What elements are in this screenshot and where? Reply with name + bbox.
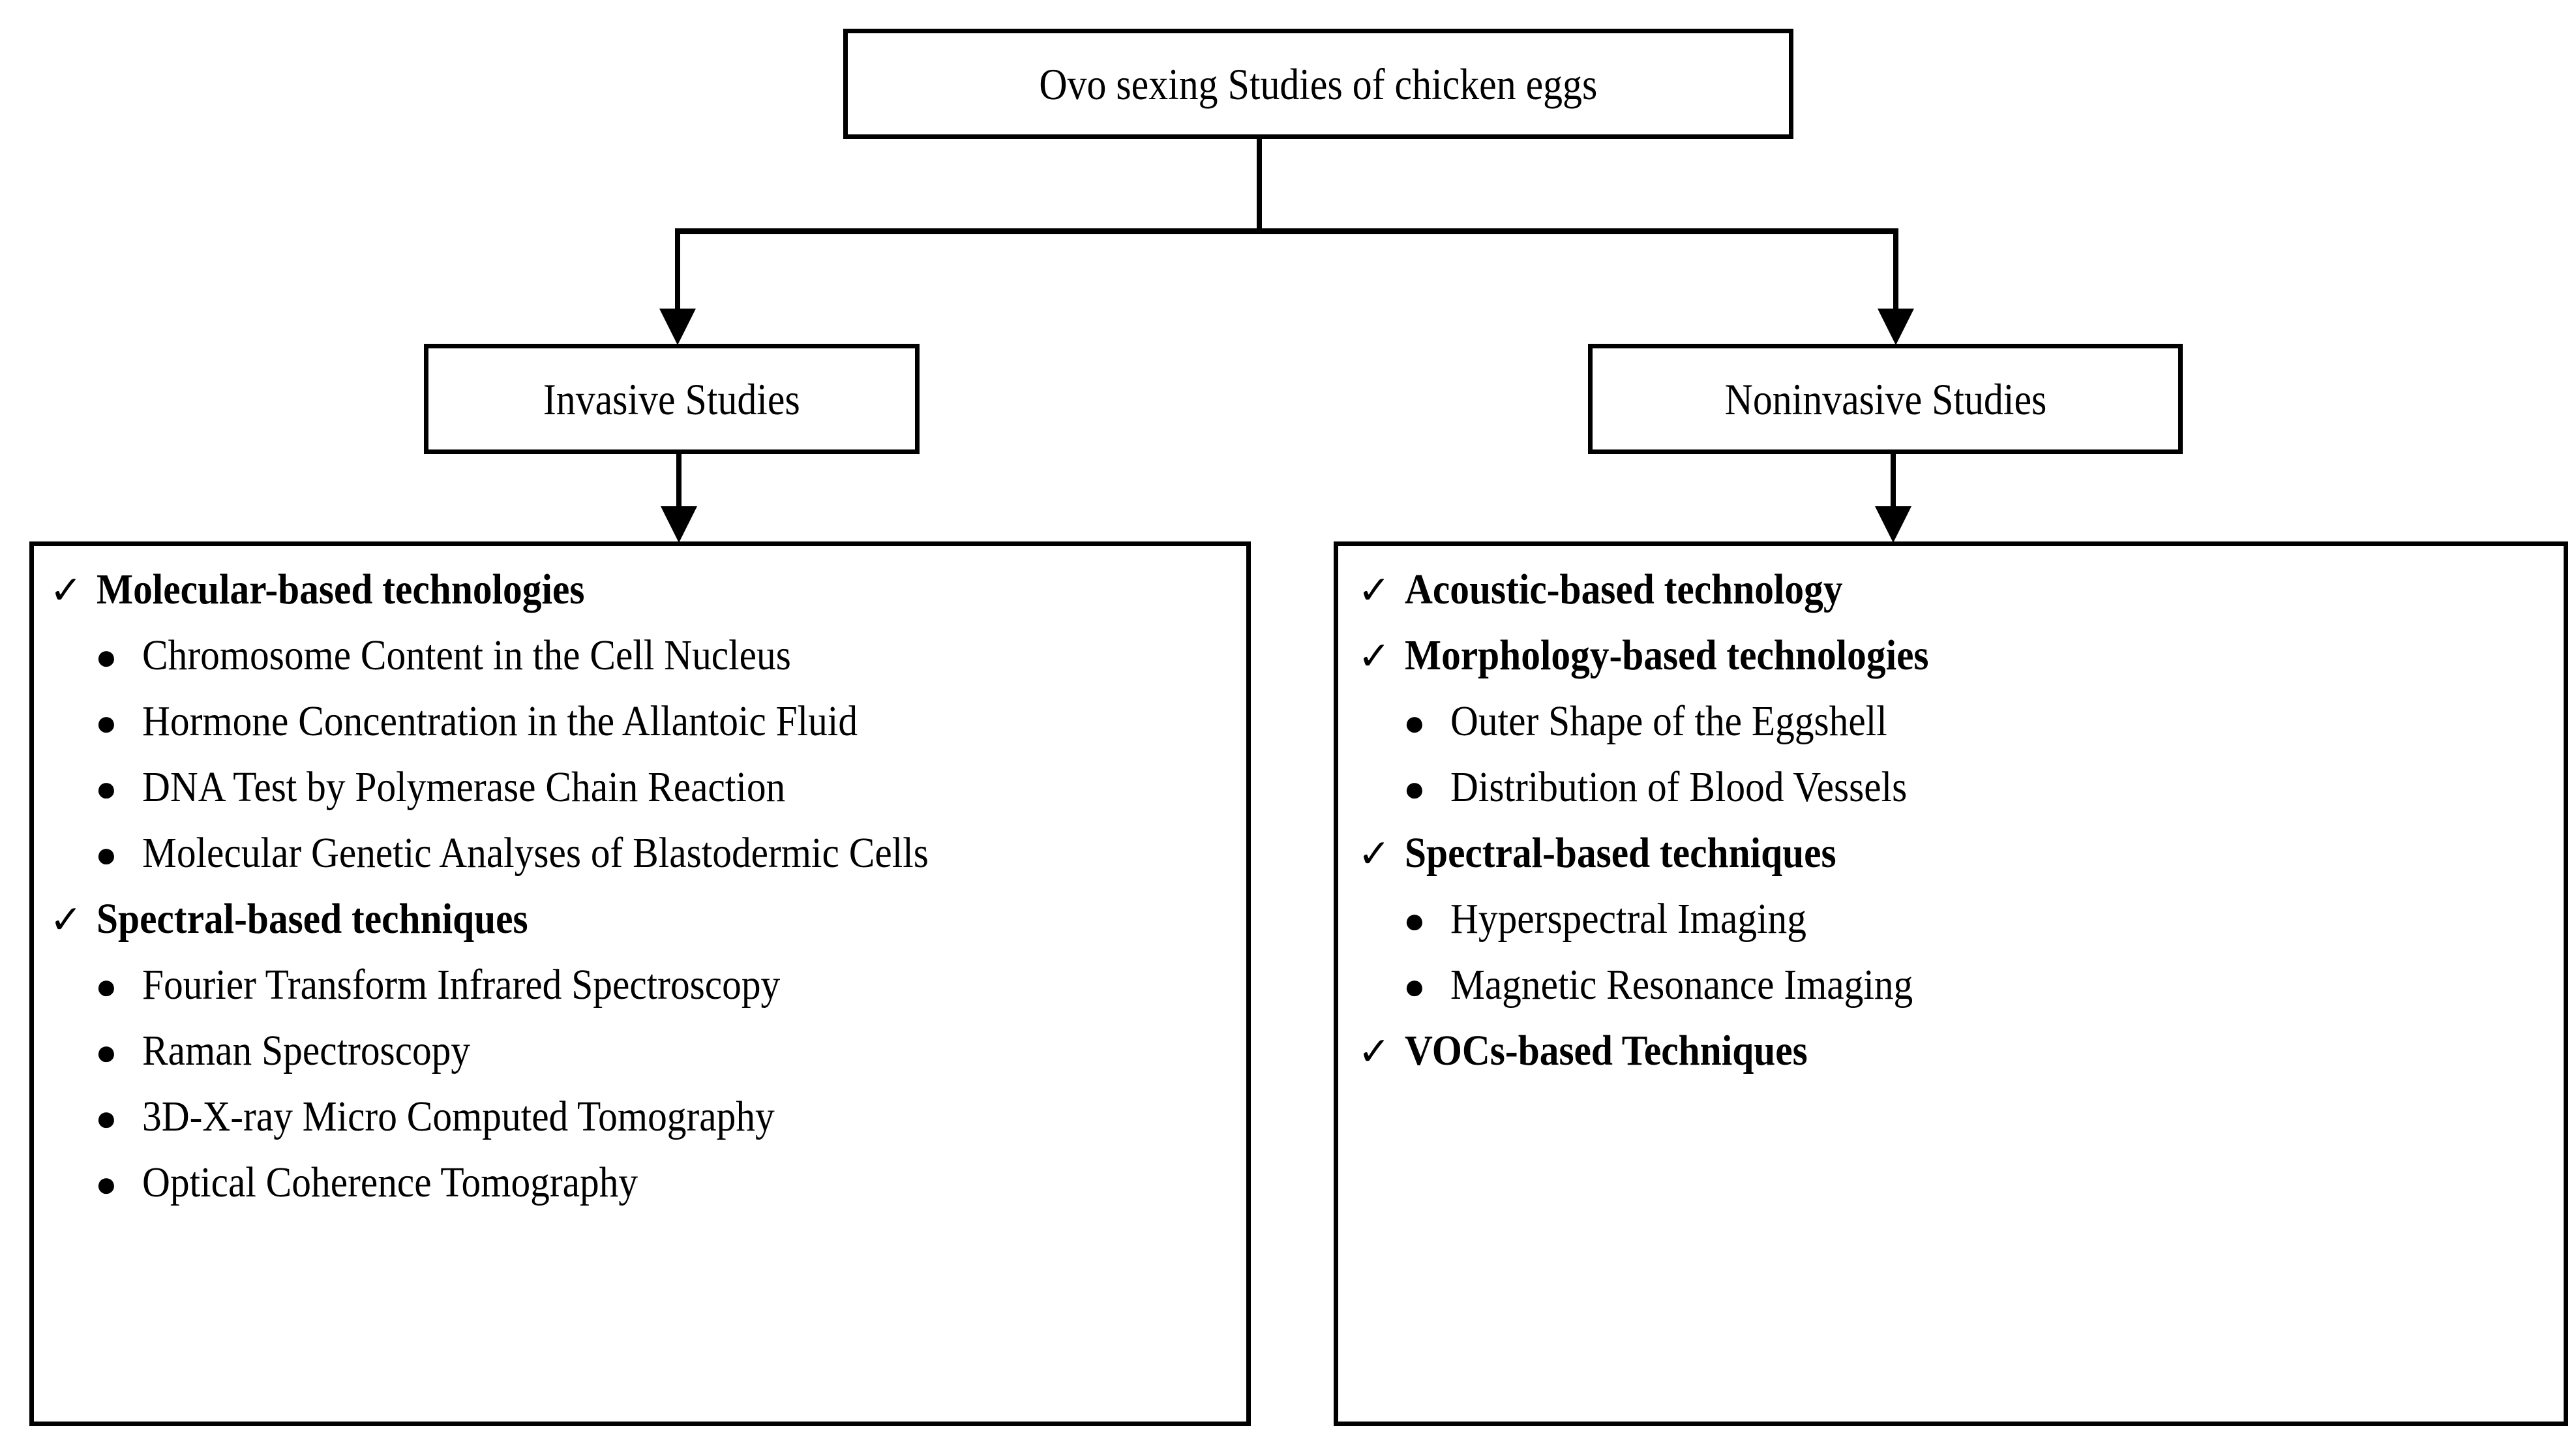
branch-node-invasive: Invasive Studies: [424, 344, 920, 454]
bullet-icon: ●: [95, 637, 117, 678]
connector-noninvasive-stem: [1891, 454, 1896, 508]
root-node-label: Ovo sexing Studies of chicken eggs: [1039, 59, 1598, 109]
method-label: DNA Test by Polymerase Chain Reaction: [142, 763, 786, 811]
check-icon: ✓: [1358, 635, 1391, 678]
method-row: ● Outer Shape of the Eggshell: [1338, 700, 2564, 766]
connector-branch-right: [1893, 228, 1898, 310]
branch-node-noninvasive: Noninvasive Studies: [1588, 344, 2183, 454]
branch-node-noninvasive-label: Noninvasive Studies: [1724, 374, 2046, 424]
check-icon: ✓: [50, 898, 83, 941]
bullet-icon: ●: [1403, 703, 1426, 744]
bullet-icon: ●: [95, 703, 117, 744]
method-label: Raman Spectroscopy: [142, 1027, 471, 1074]
bullet-icon: ●: [95, 1033, 117, 1073]
method-label: Chromosome Content in the Cell Nucleus: [142, 631, 791, 679]
category-row: ✓ Spectral-based techniques: [34, 898, 1246, 964]
check-icon: ✓: [1358, 832, 1391, 875]
method-row: ● Hyperspectral Imaging: [1338, 898, 2564, 964]
category-label: Acoustic-based technology: [1405, 566, 1843, 613]
method-label: Magnetic Resonance Imaging: [1450, 961, 1913, 1009]
method-label: Optical Coherence Tomography: [142, 1159, 638, 1206]
bullet-icon: ●: [95, 835, 117, 875]
check-icon: ✓: [50, 569, 83, 612]
category-row: ✓ Spectral-based techniques: [1338, 832, 2564, 898]
connector-branch-left: [675, 228, 680, 310]
method-label: Outer Shape of the Eggshell: [1450, 697, 1887, 745]
method-label: Molecular Genetic Analyses of Blastoderm…: [142, 829, 929, 877]
arrowhead-to-invasive: [659, 309, 696, 345]
category-label: VOCs-based Techniques: [1405, 1027, 1808, 1074]
bullet-icon: ●: [95, 967, 117, 1007]
category-label: Spectral-based techniques: [1405, 829, 1836, 877]
category-row: ✓ Molecular-based technologies: [34, 568, 1246, 634]
arrowhead-to-invasive-panel: [661, 506, 697, 543]
method-row: ● Hormone Concentration in the Allantoic …: [34, 700, 1246, 766]
method-label: 3D-X-ray Micro Computed Tomography: [142, 1093, 775, 1140]
category-row: ✓ Morphology-based technologies: [1338, 634, 2564, 700]
category-label: Morphology-based technologies: [1405, 631, 1929, 679]
method-row: ● Magnetic Resonance Imaging: [1338, 964, 2564, 1029]
branch-node-invasive-label: Invasive Studies: [543, 374, 800, 424]
method-label: Hormone Concentration in the Allantoic F…: [142, 697, 858, 745]
connector-root-stem: [1257, 139, 1262, 232]
noninvasive-methods-list: ✓ Acoustic-based technology ✓ Morphology-ba…: [1338, 568, 2564, 1095]
category-label: Spectral-based techniques: [97, 895, 528, 943]
invasive-methods-list: ✓ Molecular-based technologies ● Chromosome…: [34, 568, 1246, 1227]
check-icon: ✓: [1358, 1030, 1391, 1073]
noninvasive-methods-panel: ✓ Acoustic-based technology ✓ Morphology-ba…: [1334, 541, 2568, 1426]
category-row: ✓ VOCs-based Techniques: [1338, 1029, 2564, 1095]
bullet-icon: ●: [95, 769, 117, 810]
method-row: ● Molecular Genetic Analyses of Blastoder…: [34, 832, 1246, 898]
category-label: Molecular-based technologies: [97, 566, 585, 613]
check-icon: ✓: [1358, 569, 1391, 612]
method-row: ● Raman Spectroscopy: [34, 1029, 1246, 1095]
category-row: ✓ Acoustic-based technology: [1338, 568, 2564, 634]
bullet-icon: ●: [1403, 769, 1426, 810]
method-row: ● Optical Coherence Tomography: [34, 1161, 1246, 1227]
method-row: ● Chromosome Content in the Cell Nucleus: [34, 634, 1246, 700]
arrowhead-to-noninvasive: [1878, 309, 1914, 345]
method-row: ● 3D-X-ray Micro Computed Tomography: [34, 1095, 1246, 1161]
root-node-box: Ovo sexing Studies of chicken eggs: [843, 29, 1793, 139]
bullet-icon: ●: [95, 1164, 117, 1205]
connector-invasive-stem: [676, 454, 681, 508]
arrowhead-to-noninvasive-panel: [1875, 506, 1911, 543]
method-row: ● Fourier Transform Infrared Spectroscopy: [34, 964, 1246, 1029]
bullet-icon: ●: [95, 1099, 117, 1139]
method-row: ● Distribution of Blood Vessels: [1338, 766, 2564, 832]
invasive-methods-panel: ✓ Molecular-based technologies ● Chromosome…: [29, 541, 1251, 1426]
bullet-icon: ●: [1403, 901, 1426, 941]
method-label: Hyperspectral Imaging: [1450, 895, 1806, 943]
method-row: ● DNA Test by Polymerase Chain Reaction: [34, 766, 1246, 832]
method-label: Distribution of Blood Vessels: [1450, 763, 1908, 811]
bullet-icon: ●: [1403, 967, 1426, 1007]
method-label: Fourier Transform Infrared Spectroscopy: [142, 961, 781, 1009]
connector-branch-bar: [675, 228, 1898, 234]
